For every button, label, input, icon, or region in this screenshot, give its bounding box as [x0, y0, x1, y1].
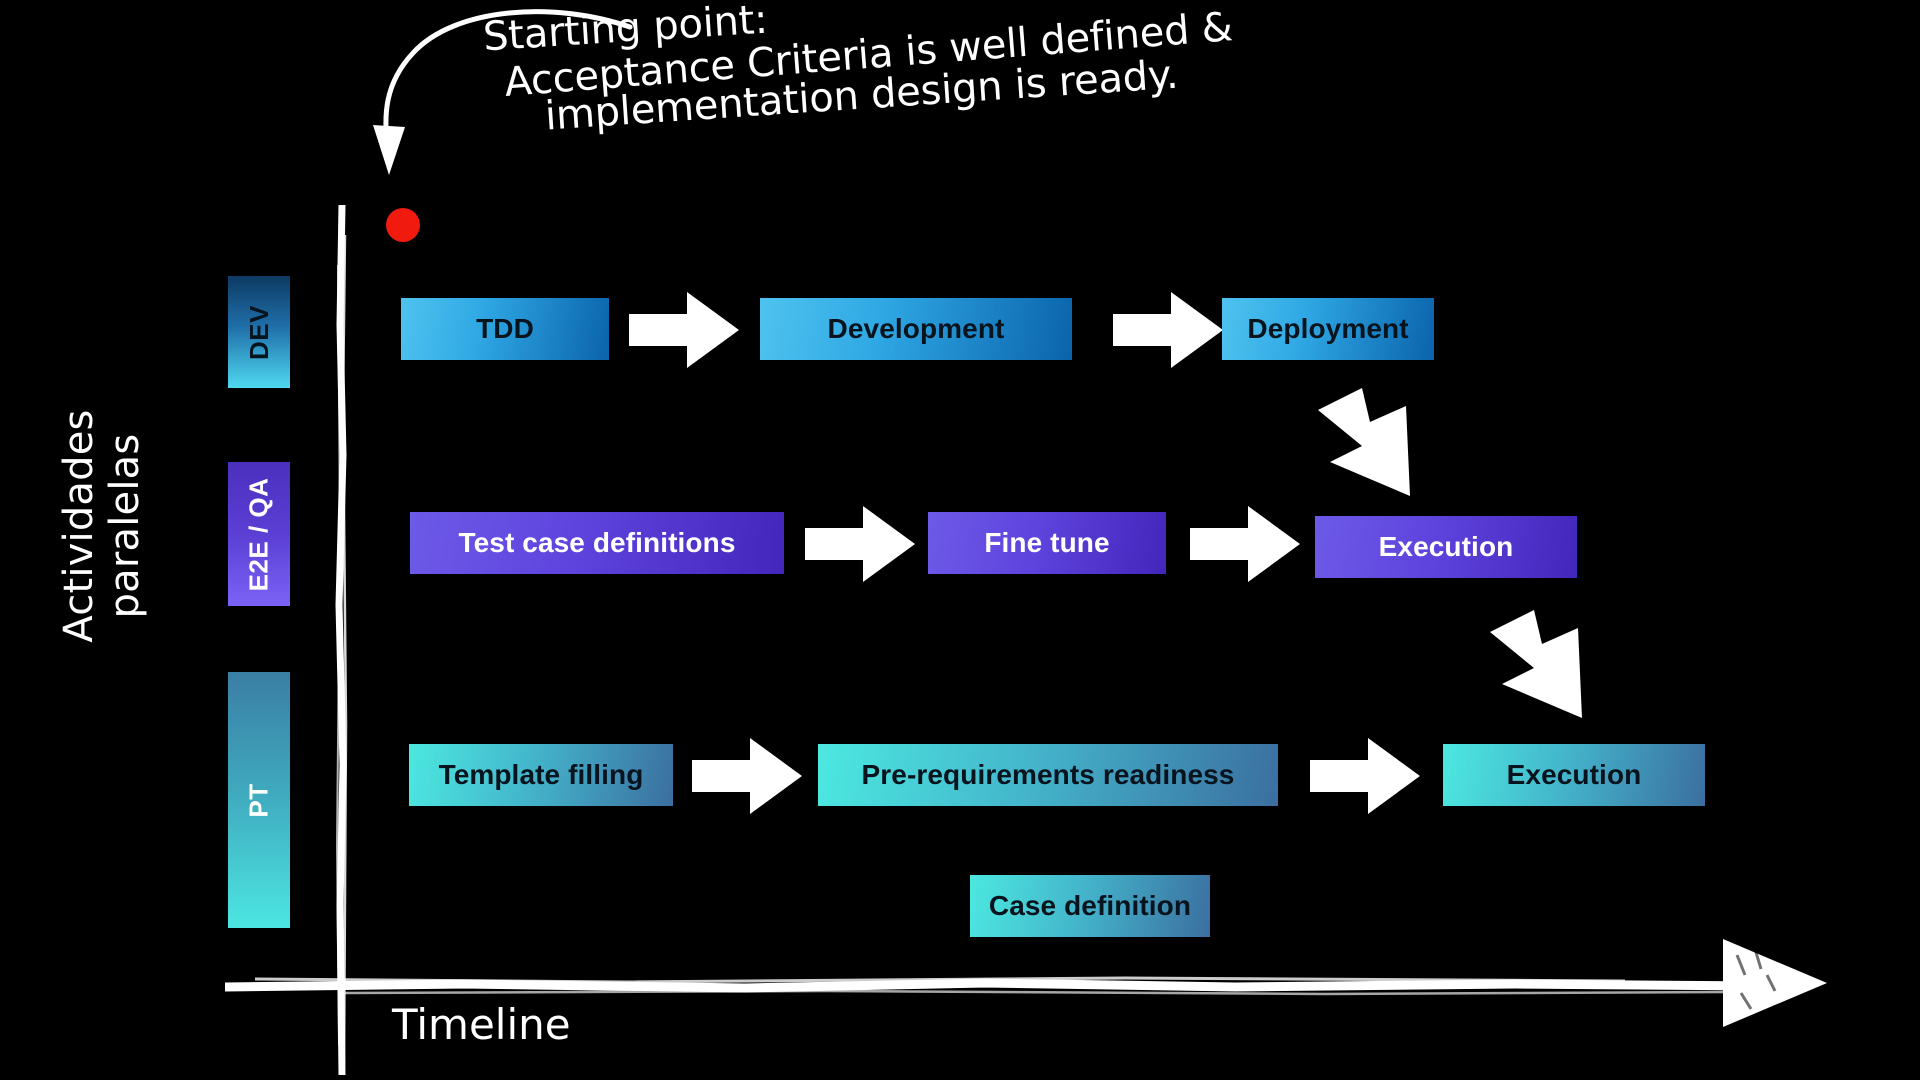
y-axis-title: Actividades paralelas: [56, 409, 148, 643]
step-qa-test-case-definitions-label: Test case definitions: [458, 527, 736, 558]
lane-label-pt: PT: [228, 672, 290, 928]
step-dev-development[interactable]: Development: [760, 298, 1072, 360]
step-dev-deployment-label: Deployment: [1247, 313, 1409, 344]
step-qa-fine-tune[interactable]: Fine tune: [928, 512, 1166, 574]
step-qa-fine-tune-label: Fine tune: [984, 527, 1110, 558]
arrow-right-icon-dev-1: [629, 292, 739, 368]
step-dev-tdd[interactable]: TDD: [401, 298, 609, 360]
starting-point-annotation: Starting point: Acceptance Criteria is w…: [482, 0, 1349, 144]
step-pt-case-definition-label: Case definition: [988, 890, 1192, 921]
step-dev-development-label: Development: [827, 313, 1005, 344]
arrow-right-icon-qa-2: [1190, 506, 1300, 582]
step-qa-test-case-definitions[interactable]: Test case definitions: [410, 512, 784, 574]
arrow-right-icon-pt-2: [1310, 738, 1420, 814]
step-pt-template-filling[interactable]: Template filling: [409, 744, 673, 806]
lane-label-dev-text: DEV: [243, 304, 274, 360]
horizontal-axis: [225, 976, 1765, 996]
step-pt-case-definition[interactable]: Case definition: [970, 875, 1210, 937]
step-pt-execution-label: Execution: [1506, 759, 1642, 790]
step-pt-template-filling-label: Template filling: [438, 759, 644, 790]
step-pt-execution[interactable]: Execution: [1443, 744, 1705, 806]
step-dev-tdd-label: TDD: [476, 313, 534, 344]
timeline-arrowhead-icon: [1723, 939, 1827, 1027]
lane-label-pt-text: PT: [243, 782, 274, 818]
step-qa-execution-label: Execution: [1378, 531, 1514, 562]
step-pt-pre-requirements-readiness[interactable]: Pre-requirements readiness: [818, 744, 1278, 806]
vertical-axis: [335, 205, 348, 1075]
step-qa-execution[interactable]: Execution: [1315, 516, 1577, 578]
arrow-right-icon-dev-2: [1113, 292, 1223, 368]
lane-label-qa-text: E2E / QA: [243, 477, 274, 591]
x-axis-title: Timeline: [392, 1000, 571, 1049]
arrow-diagonal-icon-qa-to-pt: [1490, 610, 1582, 718]
curved-arrow-icon: [373, 9, 633, 175]
arrow-diagonal-icon-dev-to-qa: [1318, 388, 1410, 496]
lane-label-qa: E2E / QA: [228, 462, 290, 606]
step-pt-pre-requirements-readiness-label: Pre-requirements readiness: [861, 759, 1235, 790]
lane-label-dev: DEV: [228, 276, 290, 388]
arrow-right-icon-pt-1: [692, 738, 802, 814]
starting-point-marker: [386, 208, 420, 242]
step-dev-deployment[interactable]: Deployment: [1222, 298, 1434, 360]
arrow-right-icon-qa-1: [805, 506, 915, 582]
